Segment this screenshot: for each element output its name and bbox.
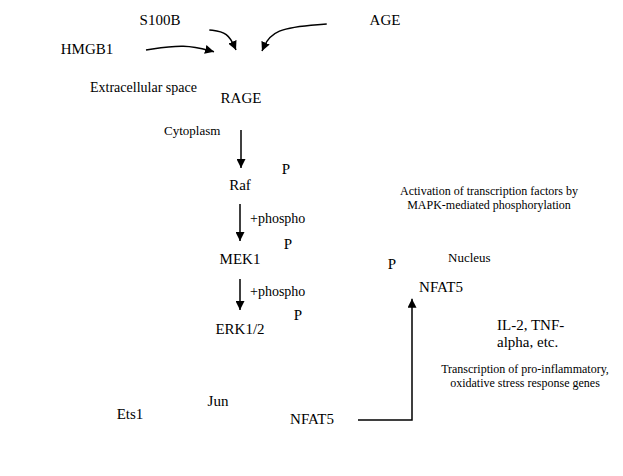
node-outline [92, 397, 168, 433]
node-text: Cytoplasm [164, 124, 220, 139]
node-text: Ets1 [117, 406, 144, 423]
receptor-cylinder: RAGE [196, 50, 286, 130]
phospho-circle: P [380, 253, 404, 277]
node-text: Raf [229, 177, 251, 194]
protein-ellipse: MEK1 [199, 241, 281, 279]
node-outline [197, 59, 286, 129]
node-text: HMGB1 [61, 41, 114, 58]
node-text: Nucleus [448, 251, 491, 266]
arrow-connector [240, 130, 242, 168]
arrow-connector [239, 204, 241, 241]
node-outline [105, 3, 215, 39]
node-text: P [294, 307, 302, 324]
node-shape [196, 50, 286, 130]
node-outline [275, 159, 297, 181]
note-box: Transcription of pro-inflammatory, oxida… [430, 358, 620, 396]
node-text: MEK1 [220, 251, 261, 268]
node-text: NFAT5 [290, 411, 334, 428]
node-outline [277, 234, 299, 256]
annotation-label: IL-2, TNF-alpha, etc. [497, 317, 579, 352]
phospho-circle: P [276, 233, 300, 257]
node-text: Activation of transcription factors by M… [381, 185, 597, 213]
arrow-connector [358, 299, 412, 420]
arrow-connector [209, 30, 236, 50]
protein-ellipse: Raf [202, 168, 278, 204]
label-anchor: Extracellular space [90, 80, 197, 96]
node-text: P [282, 161, 290, 178]
node-outline [327, 3, 443, 39]
output-arrow [450, 331, 494, 340]
phospho-circle: P [274, 158, 298, 182]
node-outline [267, 401, 357, 439]
ligand-ellipse: AGE [326, 2, 444, 40]
bracket [88, 358, 392, 393]
label-anchor: IL-2, TNF-alpha, etc. [497, 317, 579, 352]
annotation-label: +phospho [250, 284, 305, 300]
node-text: Transcription of pro-inflammatory, oxida… [435, 363, 615, 391]
node-outline [400, 274, 482, 302]
node-text: AGE [370, 12, 401, 29]
node-outline [376, 180, 602, 218]
arrow-connector [239, 279, 241, 310]
ligand-ellipse: S100B [104, 2, 216, 40]
node-text: ERK1/2 [215, 321, 264, 338]
ligand-ellipse: HMGB1 [28, 30, 146, 70]
label-anchor: +phospho [250, 211, 305, 227]
node-outline [381, 254, 403, 276]
node-outline [29, 31, 145, 69]
protein-ellipse: Ets1 [91, 396, 169, 434]
node-text: Jun [208, 393, 229, 410]
node-text: NFAT5 [419, 279, 463, 296]
protein-ellipse: NFAT5 [399, 273, 483, 303]
node-outline [203, 169, 277, 203]
protein-ellipse: Jun [185, 384, 251, 420]
label-anchor: +phospho [250, 284, 305, 300]
node-outline [200, 242, 280, 278]
annotation-label: Extracellular space [90, 80, 197, 96]
note-box: Activation of transcription factors by M… [376, 180, 602, 218]
node-outline [197, 51, 286, 68]
protein-ellipse: ERK1/2 [190, 310, 290, 350]
node-outline [14, 87, 623, 476]
phospho-circle: P [286, 304, 310, 328]
node-outline [191, 311, 289, 349]
node-text: P [388, 256, 396, 273]
node-text: P [284, 236, 292, 253]
node-outline [287, 305, 309, 327]
annotation-label: +phospho [250, 211, 305, 227]
cell-region: RafPMEK1PERK1/2PEts1JunNFAT5PNFAT5Nucleu… [0, 80, 623, 476]
arrow-connector [146, 46, 214, 52]
node-text: S100B [140, 12, 181, 29]
arrow-connector [262, 24, 327, 51]
node-outline [186, 385, 250, 419]
node-text: RAGE [221, 90, 262, 107]
protein-ellipse: NFAT5 [266, 400, 358, 440]
node-outline [430, 358, 620, 396]
